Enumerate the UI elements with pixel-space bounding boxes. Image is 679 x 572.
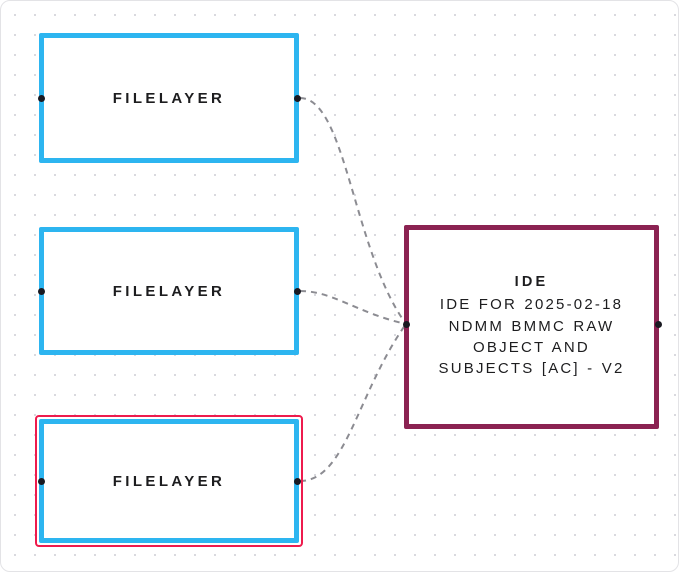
node-filelayer-3[interactable]: FILELAYER xyxy=(39,419,299,543)
port-ide-left[interactable] xyxy=(402,320,410,328)
port-ide-right[interactable] xyxy=(654,320,662,328)
port-filelayer-1-right[interactable] xyxy=(293,94,301,102)
port-filelayer-3-right[interactable] xyxy=(293,477,301,485)
node-filelayer-1[interactable]: FILELAYER xyxy=(39,33,299,163)
port-filelayer-2-right[interactable] xyxy=(293,287,301,295)
node-subtitle: IDE FOR 2025-02-18 NDMM BMMC RAW OBJECT … xyxy=(438,296,625,378)
node-title: FILELAYER xyxy=(112,282,226,300)
port-filelayer-3-left[interactable] xyxy=(37,477,45,485)
node-ide-1[interactable]: IDE IDE FOR 2025-02-18 NDMM BMMC RAW OBJE… xyxy=(404,225,659,429)
edge-filelayer-3-to-ide-1[interactable] xyxy=(299,323,407,482)
node-title: IDE xyxy=(514,274,549,291)
port-filelayer-1-left[interactable] xyxy=(37,94,45,102)
node-title: FILELAYER xyxy=(112,472,226,490)
edge-filelayer-2-to-ide-1[interactable] xyxy=(299,290,407,325)
edge-filelayer-1-to-ide-1[interactable] xyxy=(299,97,407,325)
node-title: FILELAYER xyxy=(112,89,226,107)
port-filelayer-2-left[interactable] xyxy=(37,287,45,295)
node-filelayer-2[interactable]: FILELAYER xyxy=(39,227,299,355)
